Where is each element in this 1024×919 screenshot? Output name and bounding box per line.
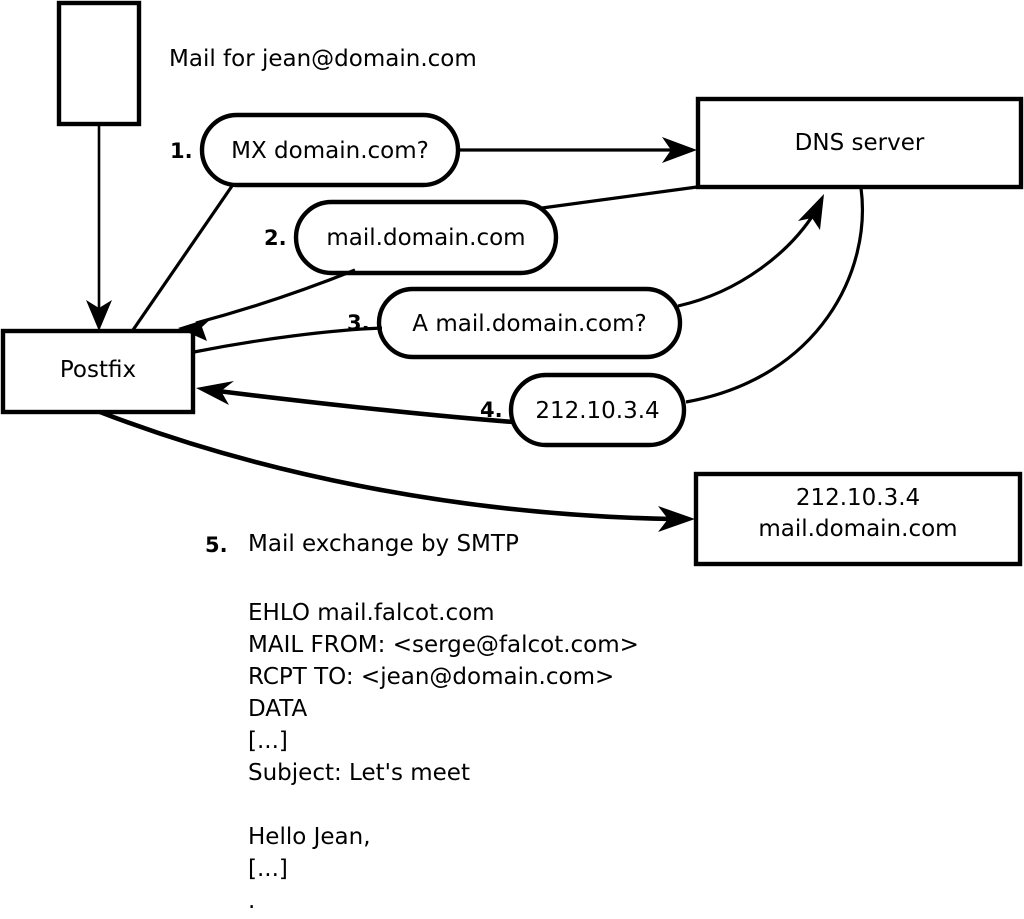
- dns-server-box: [695, 96, 1024, 190]
- smtp-transcript-line: MAIL FROM: <serge@falcot.com>: [248, 632, 639, 658]
- edge-step2-to-postfix: [195, 268, 356, 325]
- step-5-label: Mail exchange by SMTP: [248, 531, 519, 557]
- postfix-box: [0, 328, 196, 415]
- step-5-number: 5.: [205, 533, 228, 557]
- arrowhead-postfix-to-mailserver: [658, 506, 695, 532]
- mail-for-caption: Mail for jean@domain.com: [169, 46, 477, 72]
- edge-postfix-to-step3: [193, 326, 383, 354]
- edge-step3-to-dns: [677, 211, 817, 308]
- smtp-transcript-line: .: [248, 888, 256, 914]
- arrowhead-sender-to-postfix: [86, 300, 112, 331]
- mail-server-host-label: mail.domain.com: [758, 516, 958, 542]
- smtp-transcript-line: [248, 789, 639, 821]
- step-2-number: 2.: [264, 226, 287, 250]
- step-3-number: 3.: [347, 311, 370, 335]
- smtp-transcript-line: [...]: [248, 856, 288, 882]
- sender-box: [56, 0, 142, 127]
- edge-step4-to-postfix: [217, 388, 514, 425]
- bubble-2-label: mail.domain.com: [326, 225, 526, 251]
- bubble-3-label: A mail.domain.com?: [412, 311, 647, 337]
- arrowhead-step4-to-postfix: [196, 381, 234, 405]
- smtp-transcript-line: EHLO mail.falcot.com: [248, 600, 495, 626]
- bubble-4-label: 212.10.3.4: [535, 398, 660, 424]
- arrowhead-step2-to-postfix: [178, 317, 213, 341]
- edge-dns-to-step4: [685, 187, 864, 404]
- bubble-3-shape: [376, 286, 683, 360]
- smtp-transcript-line: RCPT TO: <jean@domain.com>: [248, 664, 615, 690]
- mail-server-box: [693, 471, 1023, 567]
- dns-server-box-label: DNS server: [794, 130, 925, 156]
- smtp-transcript-line: Hello Jean,: [248, 824, 371, 850]
- smtp-transcript-line: DATA: [248, 696, 308, 722]
- step-1-number: 1.: [170, 139, 193, 163]
- bubble-1-label: MX domain.com?: [231, 138, 429, 164]
- edge-dns-to-step2: [541, 185, 698, 210]
- smtp-transcript-line: [...]: [248, 728, 288, 754]
- arrowhead-step3-to-dns: [798, 194, 824, 230]
- step-4-number: 4.: [480, 398, 503, 422]
- postfix-box-label: Postfix: [59, 357, 137, 383]
- edge-postfix-to-mailserver: [99, 409, 673, 522]
- edge-step1-tail: [131, 185, 234, 331]
- arrowhead-step1-to-dns: [662, 137, 697, 163]
- smtp-transcript-line: Subject: Let's meet: [248, 760, 470, 786]
- mail-server-ip-label: 212.10.3.4: [795, 485, 921, 511]
- bubble-2-shape: [293, 199, 559, 276]
- bubble-4-shape: [508, 372, 687, 448]
